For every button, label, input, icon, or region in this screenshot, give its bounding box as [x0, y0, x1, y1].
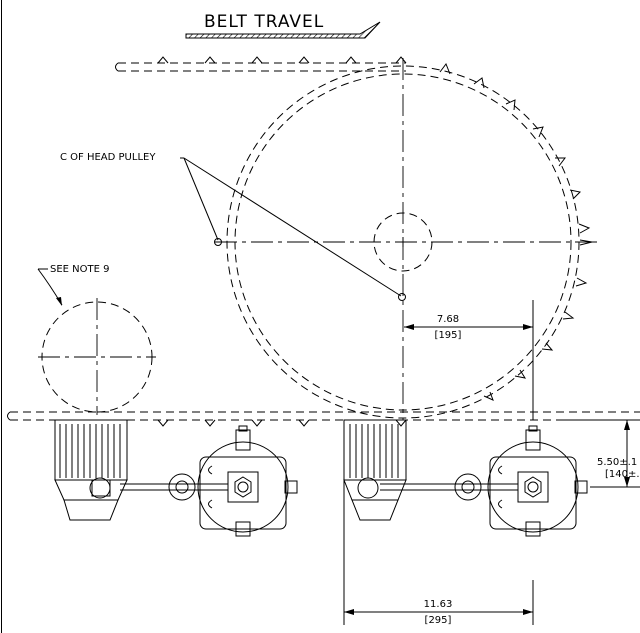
- belt-travel-arrow: [185, 21, 381, 39]
- head-pulley-callout: C OF HEAD PULLEY: [60, 152, 406, 301]
- dimension-vertical-right: 5.50±.1 [140±.: [560, 419, 640, 488]
- see-note-label: SEE NOTE 9: [50, 264, 109, 275]
- dim-right-value: 5.50±.1: [597, 457, 637, 468]
- belt-travel-label: BELT TRAVEL: [204, 12, 324, 32]
- left-tensioner: [120, 425, 298, 537]
- lower-belt: [7, 411, 640, 427]
- lower-belt-teeth: [157, 419, 407, 427]
- sprocket-teeth: [439, 62, 593, 401]
- dim-bottom-metric: [295]: [425, 615, 452, 626]
- right-scraper-blades: [343, 419, 407, 481]
- right-scraper-assembly: [343, 419, 588, 537]
- left-tensioner-outer: [197, 441, 289, 533]
- upper-belt: [115, 56, 407, 72]
- dimension-horizontal-top: 7.68 [195]: [404, 300, 534, 420]
- dim-top-metric: [195]: [435, 330, 462, 341]
- left-scraper-blades: [54, 419, 128, 481]
- upper-belt-teeth: [157, 56, 407, 64]
- right-tensioner: [380, 425, 588, 537]
- idler-roll: SEE NOTE 9: [37, 264, 156, 415]
- head-pulley-label: C OF HEAD PULLEY: [60, 152, 156, 163]
- dim-right-metric: [140±.: [605, 469, 640, 480]
- belt-travel-indicator: BELT TRAVEL: [185, 12, 381, 39]
- dim-bottom-value: 11.63: [424, 599, 453, 610]
- left-scraper-assembly: [54, 419, 298, 537]
- dim-top-value: 7.68: [437, 314, 459, 325]
- head-pulley: [215, 58, 598, 420]
- right-tensioner-outer: [487, 441, 579, 533]
- dimension-horizontal-bottom: 11.63 [295]: [343, 480, 534, 626]
